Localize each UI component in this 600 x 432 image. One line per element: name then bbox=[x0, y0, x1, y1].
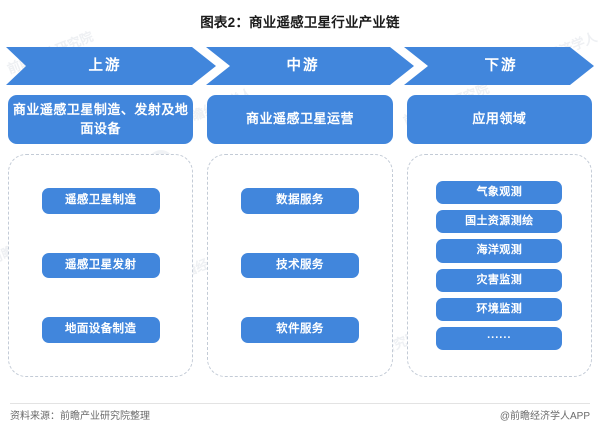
value-chain-columns: 商业遥感卫星制造、发射及地面设备 遥感卫星制造 遥感卫星发射 地面设备制造 商业… bbox=[8, 95, 592, 377]
column-body-midstream: 数据服务 技术服务 软件服务 bbox=[207, 154, 393, 377]
column-midstream: 商业遥感卫星运营 数据服务 技术服务 软件服务 bbox=[207, 95, 393, 377]
stage-label-downstream: 下游 bbox=[484, 58, 518, 74]
column-header-upstream: 商业遥感卫星制造、发射及地面设备 bbox=[8, 95, 194, 144]
item-satellite-launch[interactable]: 遥感卫星发射 bbox=[41, 252, 160, 279]
arrow-segment-downstream bbox=[404, 47, 594, 85]
item-ocean-observation[interactable]: 海洋观测 bbox=[436, 239, 563, 263]
item-satellite-manufacturing[interactable]: 遥感卫星制造 bbox=[41, 188, 160, 215]
stage-label-midstream: 中游 bbox=[286, 58, 320, 74]
column-body-upstream: 遥感卫星制造 遥感卫星发射 地面设备制造 bbox=[8, 154, 194, 377]
item-more-ellipsis[interactable]: ······ bbox=[436, 326, 563, 351]
item-meteorological-observation[interactable]: 气象观测 bbox=[436, 180, 563, 205]
arrow-band-shape bbox=[6, 47, 594, 85]
column-downstream: 应用领域 气象观测 国土资源测绘 海洋观测 灾害监测 环境监测 ······ bbox=[406, 95, 592, 377]
item-disaster-monitoring[interactable]: 灾害监测 bbox=[436, 268, 563, 292]
column-header-midstream: 商业遥感卫星运营 bbox=[207, 95, 393, 144]
item-software-service[interactable]: 软件服务 bbox=[240, 316, 359, 343]
footer-divider bbox=[10, 403, 590, 404]
footer-source: 资料来源：前瞻产业研究院整理 bbox=[10, 411, 150, 422]
arrow-segment-upstream bbox=[6, 47, 216, 85]
value-chain-arrow-band: 上游 中游 下游 bbox=[6, 47, 594, 85]
item-data-service[interactable]: 数据服务 bbox=[240, 188, 359, 215]
column-body-downstream: 气象观测 国土资源测绘 海洋观测 灾害监测 环境监测 ······ bbox=[406, 154, 592, 377]
arrow-segment-midstream bbox=[206, 47, 414, 85]
column-upstream: 商业遥感卫星制造、发射及地面设备 遥感卫星制造 遥感卫星发射 地面设备制造 bbox=[8, 95, 194, 377]
item-environment-monitoring[interactable]: 环境监测 bbox=[436, 297, 563, 321]
item-ground-equipment[interactable]: 地面设备制造 bbox=[41, 316, 160, 343]
footer-attribution: @前瞻经济学人APP bbox=[499, 411, 590, 422]
chart-title: 图表2：商业遥感卫星行业产业链 bbox=[200, 15, 400, 30]
item-land-resource-survey[interactable]: 国土资源测绘 bbox=[436, 210, 563, 234]
footer: 资料来源：前瞻产业研究院整理 @前瞻经济学人APP bbox=[0, 407, 600, 422]
stage-label-upstream: 上游 bbox=[88, 58, 122, 74]
column-header-downstream: 应用领域 bbox=[406, 95, 592, 144]
item-tech-service[interactable]: 技术服务 bbox=[240, 252, 359, 279]
